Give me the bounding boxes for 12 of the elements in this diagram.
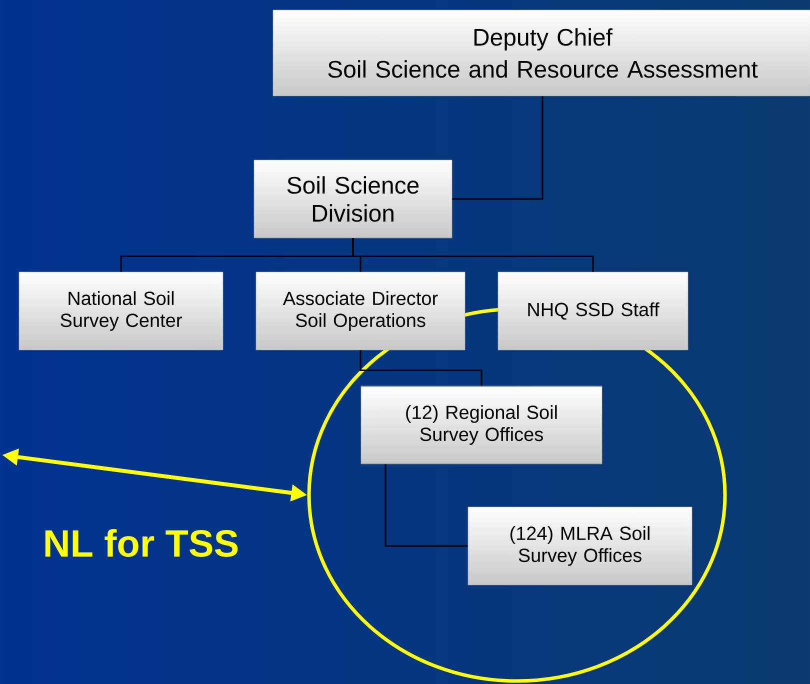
connector-line — [452, 96, 544, 200]
org-box: NHQ SSD Staff — [498, 272, 688, 350]
org-box: National Soil Survey Center — [18, 272, 224, 350]
org-box: Deputy Chief Soil Science and Resource Assessment — [272, 10, 810, 96]
connector-line — [352, 238, 594, 272]
callout-text: NL for TSS — [45, 529, 238, 557]
org-box: Soil Science Division — [254, 160, 452, 238]
connector-line — [384, 464, 468, 547]
org-box: (12) Regional Soil Survey Offices — [360, 386, 602, 464]
connector-line — [360, 350, 482, 386]
org-box: Associate Director Soil Operations — [256, 272, 466, 350]
org-box: (124) MLRA Soil Survey Offices — [468, 506, 692, 586]
